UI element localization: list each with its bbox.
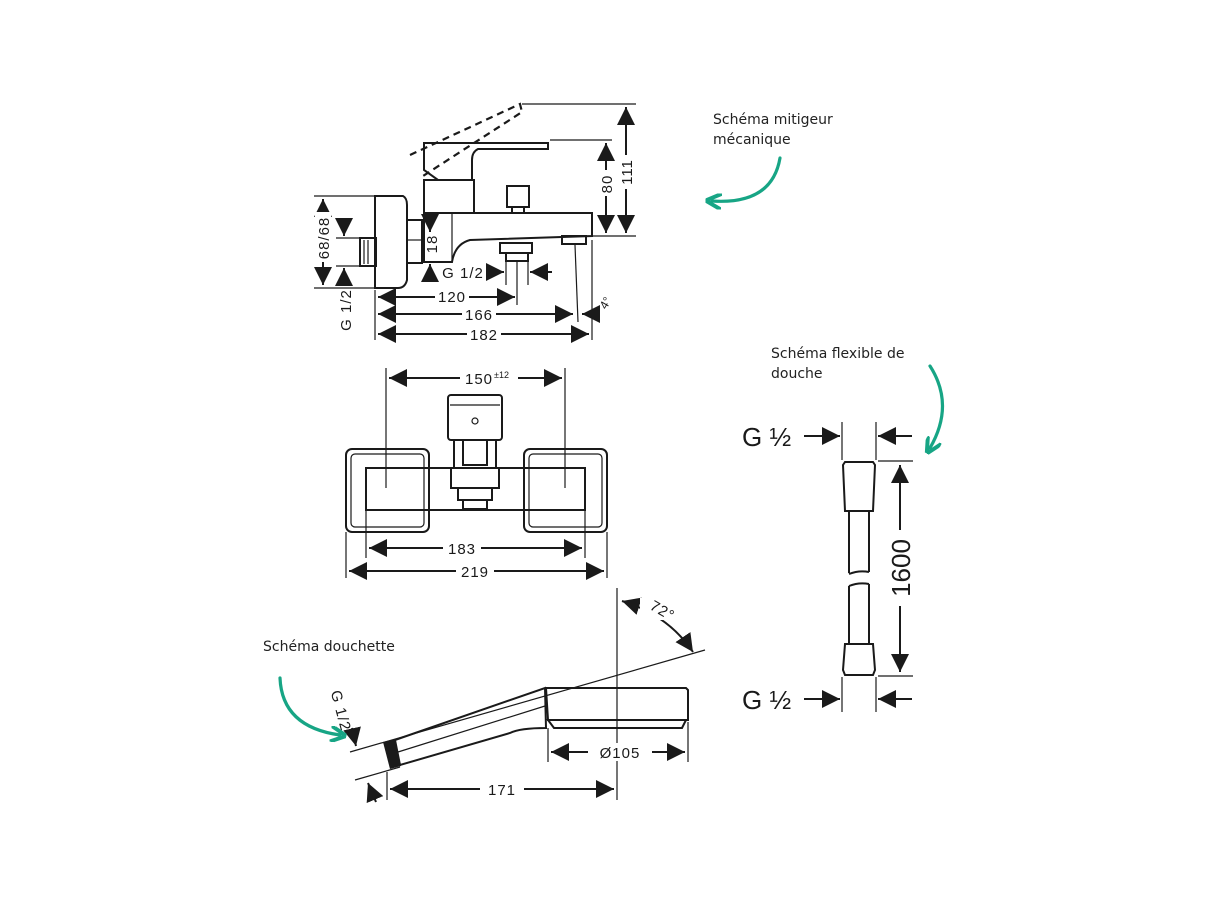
inlet-connector (359, 237, 377, 267)
mixer-schema-line1: Schéma mitigeur (713, 112, 833, 128)
mixer-schema-label: Schéma mitigeur mécanique (713, 110, 833, 150)
angle-4-label: 4° (597, 294, 615, 311)
dim-111-label: 111 (619, 159, 636, 185)
dim-150-label: 150 (465, 371, 493, 388)
hose-thread-bottom-label: G ½ (742, 685, 791, 715)
thread-outlet-label: G 1/2 (442, 265, 484, 282)
dim-72deg (621, 597, 694, 653)
mixer-top-view: 150 ±12 183 219 (345, 368, 608, 581)
mixer-body (423, 212, 593, 263)
dim-120-label: 120 (438, 289, 466, 306)
shower-thread (383, 739, 401, 769)
lever (423, 142, 549, 181)
hose-thread-top-label: G ½ (742, 422, 791, 452)
handshower-schema-label: Schéma douchette (263, 639, 395, 655)
tolerance-label: ±12 (494, 370, 509, 380)
mixer-pointer-arrow-icon (712, 156, 782, 201)
wall-plate (374, 195, 408, 289)
hose-schema-line1: Schéma flexible de (771, 346, 905, 362)
hose-schema-line2: douche (771, 366, 823, 382)
dim-219-label: 219 (461, 564, 489, 581)
shower-hose: 1600 G ½ G ½ (742, 422, 916, 715)
mixer-side-view: 111 80 68/68 18 G 1/2 G 1/2 120 166 182 … (314, 102, 636, 344)
dim-182-label: 182 (470, 327, 498, 344)
hose-pointer-arrow-icon (930, 364, 945, 448)
dim-183-label: 183 (448, 541, 476, 558)
thread-inlet-label: G 1/2 (338, 289, 355, 331)
dim-171-label: 171 (488, 782, 516, 799)
handshower-thread-label: G 1/2 (327, 689, 354, 734)
dim-18-label: 18 (424, 235, 441, 254)
dim-1600-label: 1600 (886, 539, 916, 597)
mixer-schema-line2: mécanique (713, 132, 791, 148)
hand-shower: 72° Ø105 171 G 1/2 (327, 588, 706, 804)
dim-166-label: 166 (465, 307, 493, 324)
handshower-pointer-arrow-icon (278, 676, 340, 735)
lever-open-position (409, 102, 524, 177)
hose-schema-label: Schéma flexible de douche (771, 344, 904, 384)
dim-105-label: Ø105 (600, 745, 641, 762)
dim-68-label: 68/68 (316, 217, 333, 260)
dim-80-label: 80 (599, 175, 616, 194)
